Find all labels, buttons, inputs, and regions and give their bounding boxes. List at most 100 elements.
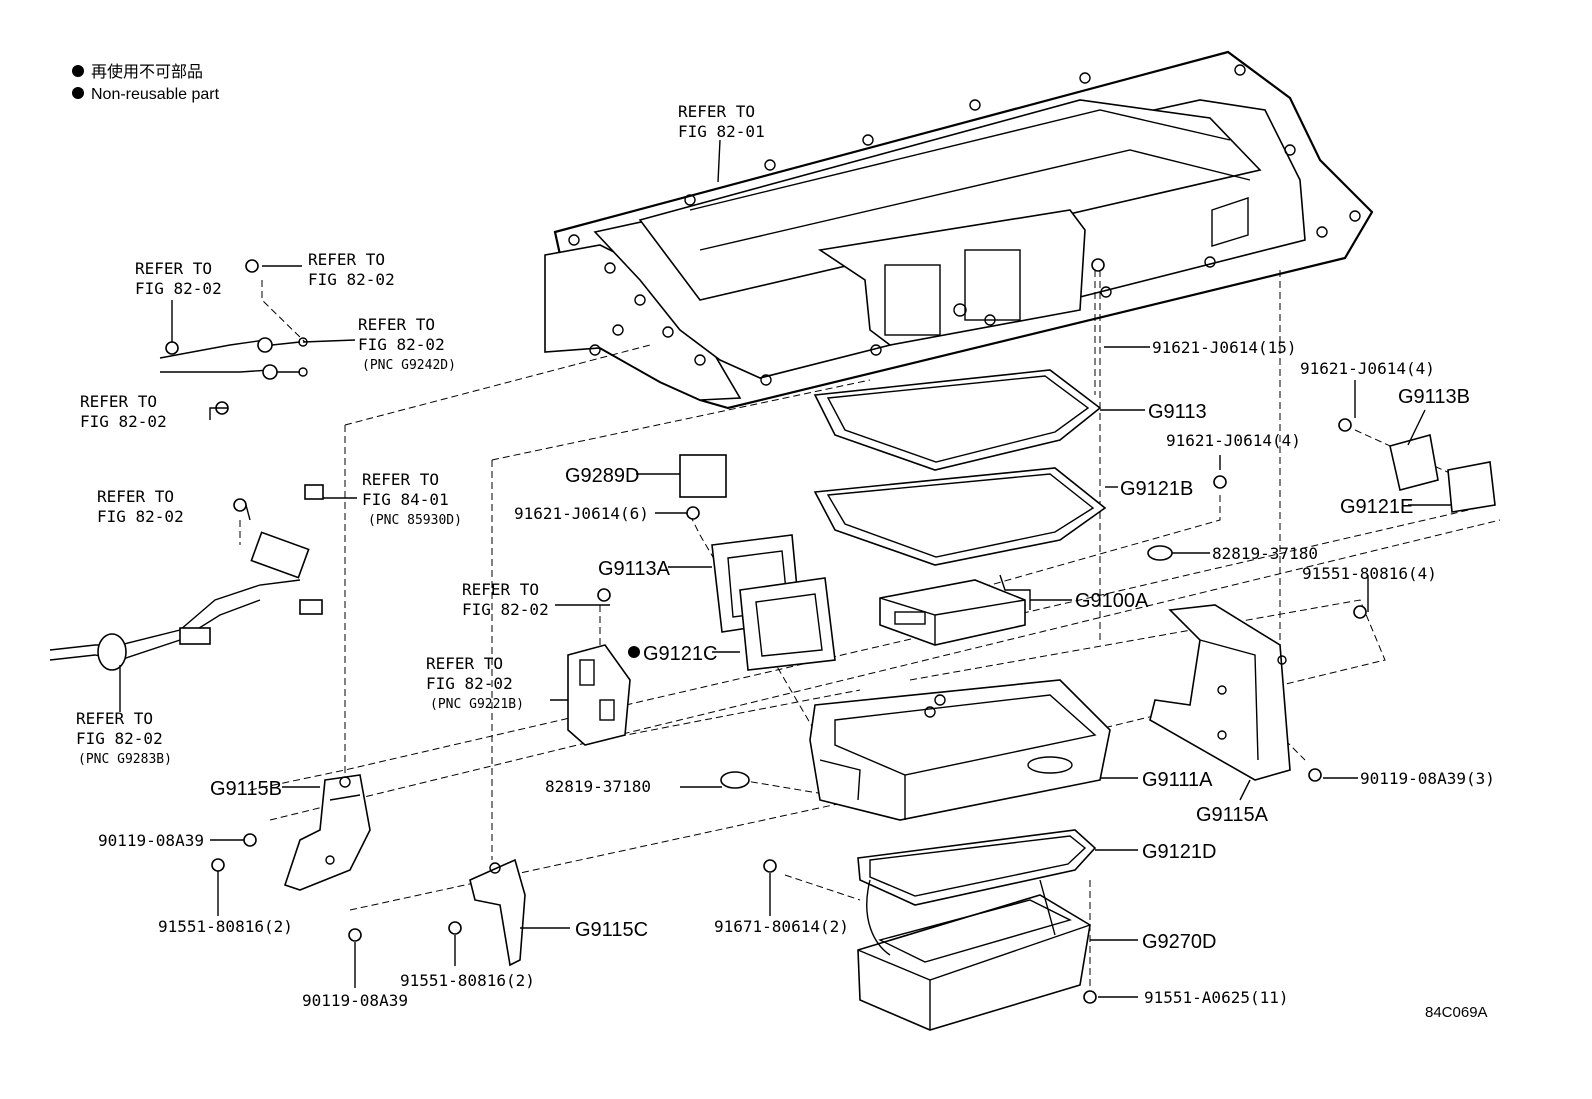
bolt-icon	[1308, 768, 1322, 782]
bolt-icon	[243, 833, 257, 847]
part-number: 91551-80816(2)	[158, 917, 293, 936]
ref-label: FIG 82-02	[358, 335, 445, 354]
part-labels: G9113 G9121B G9289D G9113A G9121C G9100A…	[210, 386, 1470, 953]
ref-label: FIG 82-02	[80, 412, 167, 431]
part-number: 90119-08A39	[98, 831, 204, 850]
ref-pnc: (PNC G9242D)	[362, 358, 456, 373]
part-number: 91621-J0614(4)	[1300, 359, 1435, 378]
ref-label: FIG 82-02	[76, 729, 163, 748]
bolt-icon	[1353, 605, 1367, 619]
bolt-icon	[348, 928, 362, 942]
tray-g9111a-drawing	[809, 679, 1111, 821]
part-g9270d: G9270D	[1142, 931, 1217, 953]
part-number: 82819-37180	[545, 777, 651, 796]
bolt-icon	[245, 259, 259, 273]
part-g9121d: G9121D	[1142, 841, 1217, 863]
case-g9270d-drawing	[857, 879, 1091, 1031]
diagram-code: 84C069A	[1425, 1004, 1488, 1021]
part-number: 90119-08A39(3)	[1360, 769, 1495, 788]
non-reusable-dot-icon	[72, 65, 84, 77]
part-g9121c: G9121C	[643, 643, 718, 665]
ref-label: FIG 82-02	[135, 279, 222, 298]
battery-cover-drawing	[544, 50, 1374, 410]
ref-pnc: (PNC G9221B)	[430, 697, 524, 712]
part-g9113b: G9113B	[1398, 386, 1470, 408]
frame-g9121c-drawing	[739, 577, 836, 671]
bolt-icon	[1083, 990, 1097, 1004]
part-number: 91621-J0614(15)	[1152, 338, 1297, 357]
bolt-icon	[763, 859, 777, 873]
clip-icon	[1147, 545, 1173, 561]
part-g9115a: G9115A	[1196, 804, 1269, 826]
part-g9289d: G9289D	[565, 465, 640, 487]
ref-label: FIG 84-01	[362, 490, 449, 509]
part-number: 91621-J0614(4)	[1166, 431, 1301, 450]
ref-label: REFER TO	[97, 487, 174, 506]
non-reusable-dot-icon	[628, 646, 640, 658]
part-g9121b: G9121B	[1120, 478, 1193, 500]
cover-bolt-holes	[568, 64, 1361, 386]
sensor-cable-drawing	[159, 337, 308, 380]
bracket-g9115a-drawing	[1149, 604, 1291, 781]
ref-label: FIG 82-02	[426, 674, 513, 693]
ref-label: REFER TO	[358, 315, 435, 334]
bolt-icon	[1091, 258, 1105, 272]
ref-label: REFER TO	[80, 392, 157, 411]
part-g9111a: G9111A	[1142, 769, 1213, 791]
bolt-icon	[211, 858, 225, 872]
ecu-g9100a-drawing	[879, 574, 1031, 646]
non-reusable-dot-icon	[72, 87, 84, 99]
ref-label: FIG 82-01	[678, 122, 765, 141]
part-number: 90119-08A39	[302, 991, 408, 1010]
ref-label: REFER TO	[135, 259, 212, 278]
part-number-labels: 91621-J0614(15) 91621-J0614(4) 91621-J06…	[98, 338, 1495, 1010]
ref-pnc: (PNC G9283B)	[78, 752, 172, 767]
part-number: 91621-J0614(6)	[514, 504, 649, 523]
bracket-g9115c-drawing	[469, 858, 526, 967]
leader-lines	[119, 139, 1452, 998]
bolt-icon	[1213, 475, 1227, 489]
part-number: 91551-80816(2)	[400, 971, 535, 990]
bolts	[165, 258, 1367, 1004]
legend: 再使用不可部品 Non-reusable part	[72, 63, 220, 103]
wire-harness-drawing	[49, 531, 323, 671]
ref-label: REFER TO	[308, 250, 385, 269]
bolt-icon	[686, 506, 700, 520]
reference-labels: REFER TO FIG 82-01 REFER TO FIG 82-02 RE…	[76, 102, 765, 767]
part-g9113a: G9113A	[598, 558, 671, 580]
ref-label: REFER TO	[678, 102, 755, 121]
part-number: 91671-80614(2)	[714, 917, 849, 936]
bracket-g9115b-drawing	[283, 774, 371, 891]
ref-label: REFER TO	[362, 470, 439, 489]
legend-japanese: 再使用不可部品	[91, 63, 203, 81]
ref-label: FIG 82-02	[308, 270, 395, 289]
bolt-icon	[597, 588, 611, 602]
bolt-icon	[448, 921, 462, 935]
part-number: 91551-A0625(11)	[1144, 988, 1289, 1007]
relay-block-drawing	[567, 644, 631, 746]
bolt-icon	[165, 341, 179, 355]
part-g9100a: G9100A	[1075, 590, 1149, 612]
bolt-icon	[233, 498, 247, 512]
connector-icon	[304, 484, 324, 500]
plate-g9121e-drawing	[1447, 461, 1496, 513]
label-g9289d-drawing	[679, 454, 727, 498]
ref-label: REFER TO	[76, 709, 153, 728]
ref-label: REFER TO	[462, 580, 539, 599]
part-g9115c: G9115C	[575, 919, 648, 941]
bolt-icon	[1338, 418, 1352, 432]
part-number: 91551-80816(4)	[1302, 564, 1437, 583]
gasket-g9121d-drawing	[857, 829, 1097, 906]
part-g9121e: G9121E	[1340, 496, 1413, 518]
clip-icon	[720, 771, 750, 789]
plate-g9113b-drawing	[1389, 433, 1439, 491]
part-number: 82819-37180	[1212, 544, 1318, 563]
legend-english: Non-reusable part	[91, 86, 220, 103]
gasket-g9121b-drawing	[813, 467, 1107, 566]
part-g9115b: G9115B	[210, 778, 282, 800]
ref-label: FIG 82-02	[97, 507, 184, 526]
ref-label: FIG 82-02	[462, 600, 549, 619]
ref-label: REFER TO	[426, 654, 503, 673]
ref-pnc: (PNC 85930D)	[368, 513, 462, 528]
